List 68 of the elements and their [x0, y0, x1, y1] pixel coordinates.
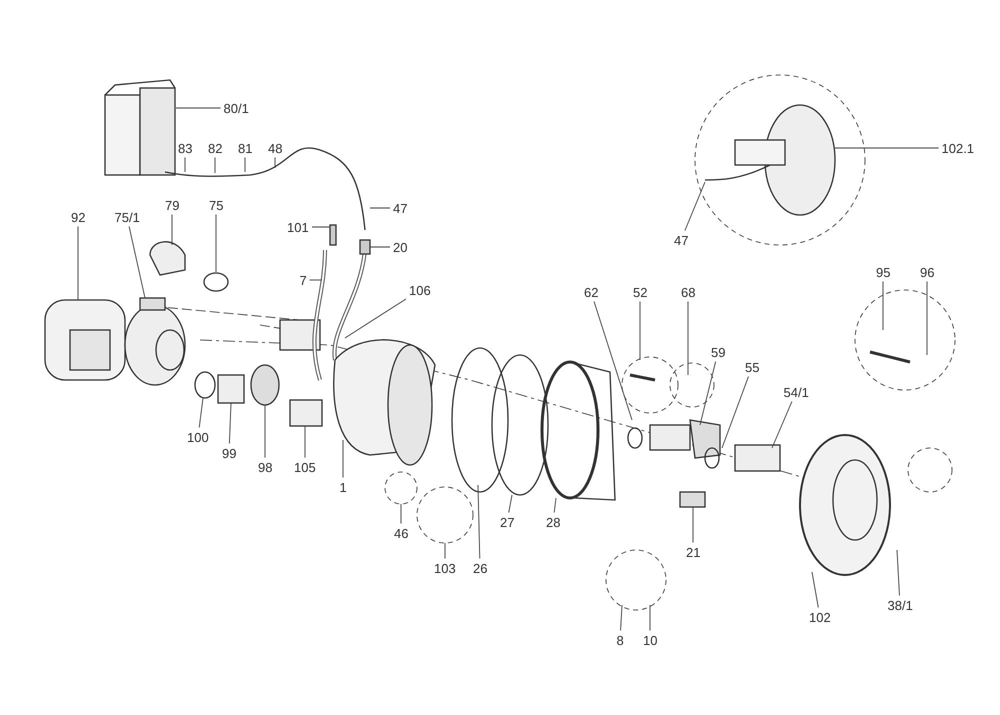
callout-number: 99 — [221, 446, 238, 460]
callout-number: 106 — [408, 282, 432, 298]
leader-line — [772, 401, 792, 448]
leader-line — [700, 361, 716, 426]
leader-line — [244, 157, 246, 172]
callout-number: 47 — [392, 200, 408, 216]
leader-line — [594, 301, 632, 420]
callout-number: 80/1 — [222, 100, 250, 116]
callout-number: 101 — [286, 220, 310, 234]
callout-number: 98 — [257, 460, 274, 474]
leader-line — [128, 226, 146, 298]
callout-number: 47 — [673, 232, 690, 248]
leader-line — [692, 506, 694, 543]
callout-number: 83 — [177, 140, 194, 156]
leader-line — [400, 504, 402, 524]
callout-number: 79 — [164, 198, 180, 212]
callout-number: 21 — [685, 544, 702, 560]
leader-line — [228, 402, 232, 444]
callout-number: 81 — [237, 140, 254, 156]
callout-number: 46 — [393, 526, 410, 540]
callout-number: 75 — [208, 198, 224, 212]
callout-number: 103 — [433, 560, 457, 576]
leader-line — [370, 246, 390, 248]
callout-number: 62 — [583, 284, 600, 300]
callout-number: 55 — [744, 360, 760, 374]
leader-line — [882, 281, 884, 330]
callout-number: 59 — [710, 344, 726, 360]
callout-number: 27 — [499, 514, 516, 530]
callout-number: 105 — [293, 460, 317, 474]
leader-line — [304, 426, 306, 458]
leader-line — [620, 604, 622, 631]
callout-number: 26 — [472, 560, 488, 576]
callout-number: 28 — [545, 514, 562, 530]
leader-line — [344, 298, 406, 338]
leader-line — [508, 494, 512, 513]
callout-number: 92 — [70, 210, 86, 224]
leader-line — [184, 157, 186, 172]
callout-number: 95 — [875, 264, 892, 280]
callout-number: 100 — [186, 430, 210, 444]
callout-number: 96 — [919, 264, 936, 280]
callout-number: 1 — [338, 480, 348, 494]
callout-number: 20 — [392, 240, 408, 254]
leader-line — [896, 550, 900, 596]
leader-line — [684, 182, 706, 231]
leader-line — [926, 281, 928, 356]
callout-number: 8 — [616, 632, 625, 648]
callout-number: 10 — [642, 632, 658, 648]
callout-number: 82 — [207, 140, 224, 156]
leader-line — [342, 440, 344, 478]
leader-line — [198, 398, 204, 428]
callout-number: 52 — [632, 284, 648, 300]
callout-number: 102.1 — [940, 140, 976, 156]
callout-number: 54/1 — [782, 384, 810, 400]
callout-number: 75/1 — [114, 210, 141, 224]
leader-line — [214, 157, 216, 174]
leader-line — [554, 498, 556, 513]
leader-line — [312, 226, 330, 228]
leader-line — [444, 542, 446, 559]
callout-number: 68 — [680, 284, 696, 300]
leader-line — [264, 404, 266, 458]
callout-number: 7 — [298, 272, 308, 288]
leader-line — [274, 157, 276, 168]
leader-line — [722, 376, 749, 448]
leader-line — [478, 484, 480, 559]
callout-number: 102 — [808, 610, 832, 624]
callout-number: 48 — [267, 140, 284, 156]
callout-number: 38/1 — [886, 598, 914, 612]
leader-line — [812, 572, 819, 608]
